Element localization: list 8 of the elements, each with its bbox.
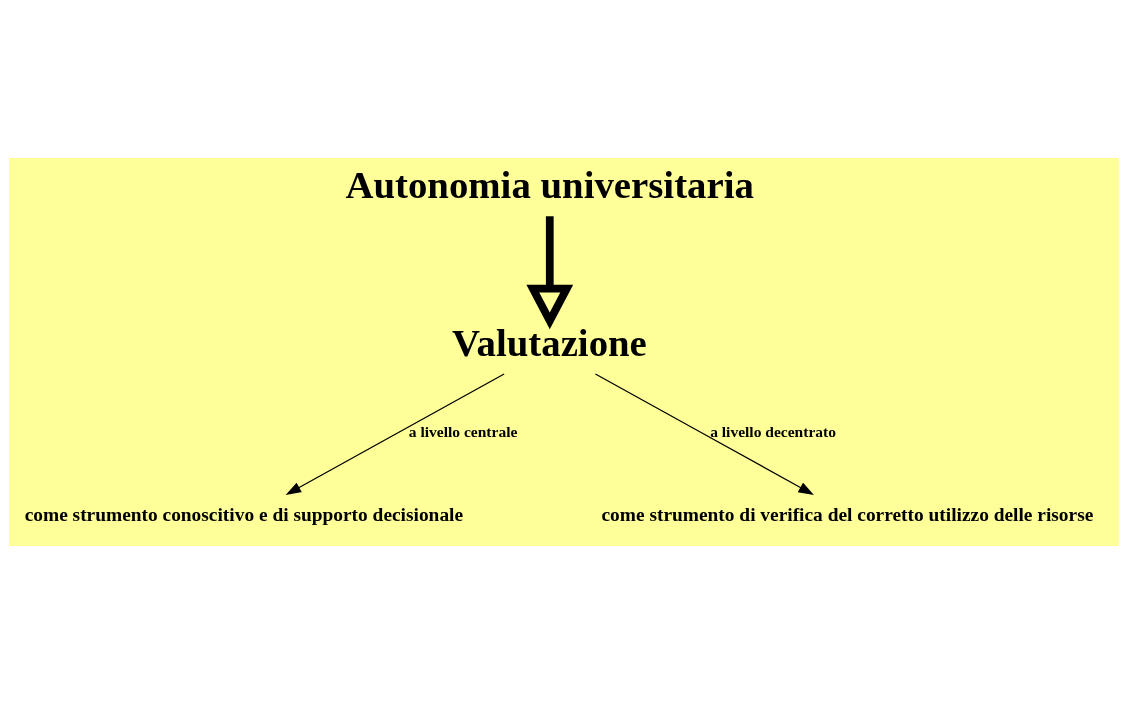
edge-label: a livello centrale: [408, 422, 518, 440]
node-text: Valutazione: [452, 320, 647, 364]
node-text: come strumento conoscitivo e di supporto decisionale: [24, 503, 464, 525]
arrow: [285, 373, 505, 495]
node-text: Autonomia universitaria: [345, 163, 754, 207]
edge-label: a livello decentrato: [710, 422, 836, 440]
arrow: [594, 373, 814, 495]
node-text: come strumento di verifica del corretto utilizzo delle risorse: [601, 503, 1094, 525]
